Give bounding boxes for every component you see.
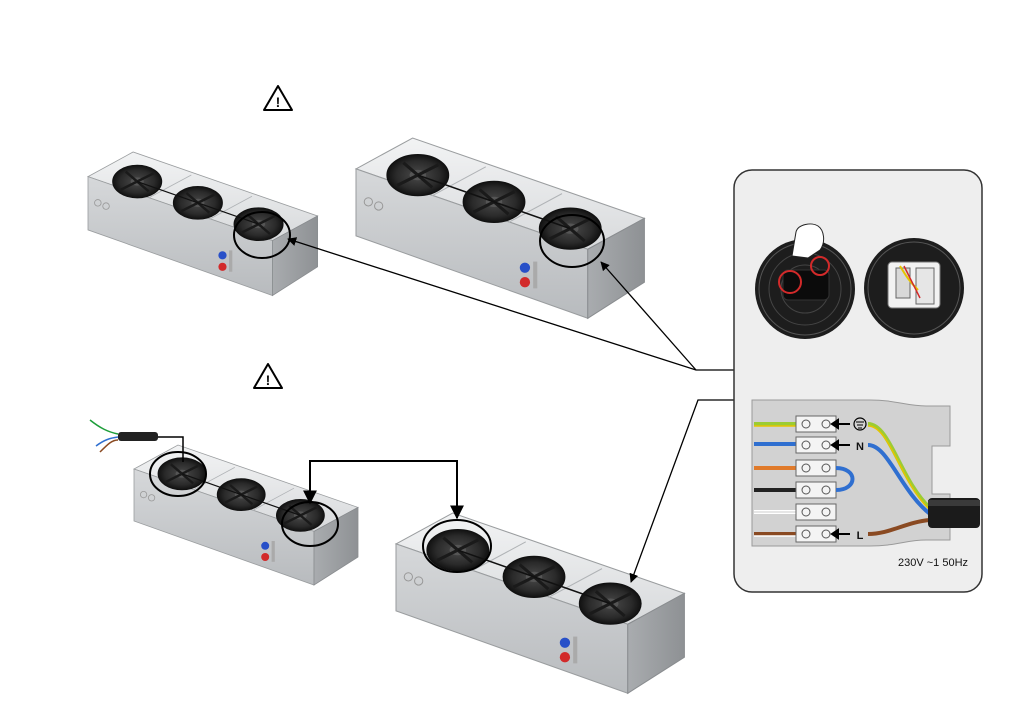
link-line	[303, 460, 464, 520]
open-terminal-photo	[864, 238, 964, 338]
fan-unit	[394, 511, 686, 695]
warning-icon: !	[253, 363, 283, 389]
terminal-box-photo	[755, 223, 855, 339]
warning-glyph: !	[266, 372, 271, 388]
fan-unit	[86, 150, 319, 297]
fan-unit	[132, 443, 360, 587]
highlight-circles	[149, 211, 605, 573]
terminal-label-n: N	[856, 441, 864, 453]
fan-unit	[354, 136, 646, 320]
warning-glyph: !	[276, 94, 281, 110]
leader-lines	[287, 237, 734, 583]
warning-icon: !	[263, 85, 293, 111]
ground-symbol-icon	[853, 417, 867, 431]
terminal-label-l: L	[857, 530, 864, 542]
terminal-block-diagram: N L	[751, 399, 980, 547]
detail-panel: N L 230V ~1 50Hz	[733, 169, 983, 593]
hand-icon	[791, 223, 825, 259]
supply-spec: 230V ~1 50Hz	[898, 557, 968, 569]
supply-cable	[89, 419, 184, 462]
